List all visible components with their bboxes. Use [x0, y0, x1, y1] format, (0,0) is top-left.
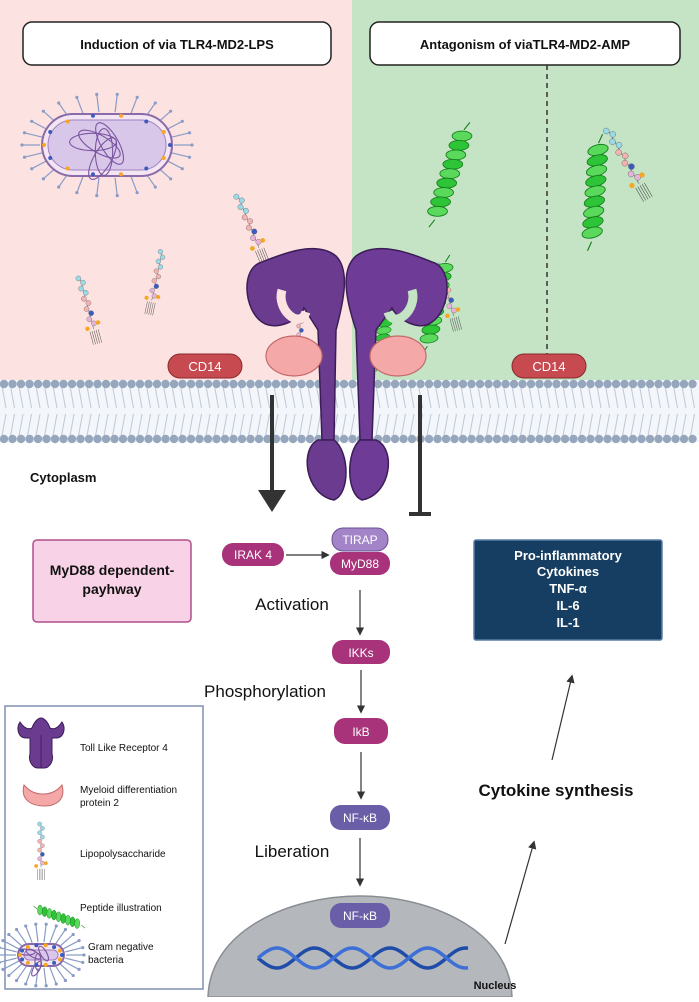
ikks-node — [332, 640, 390, 664]
right-title-box — [369, 21, 681, 66]
gram-negative-bacteria-illustration — [20, 92, 194, 198]
cytokine-synthesis-label: Cytokine synthesis — [479, 781, 634, 800]
nfkb-nucleus-label: NF-κB — [343, 909, 377, 923]
activation-arrow-head — [258, 490, 286, 512]
cd14-left-label: CD14 — [188, 359, 221, 374]
nfkb-label: NF-κB — [343, 811, 377, 825]
dna-double-helix — [256, 946, 469, 970]
legend-peptide-label: Peptide illustration — [80, 903, 162, 914]
ikb-node — [334, 718, 388, 744]
legend-lps-icon — [34, 821, 48, 880]
legend-tlr4-label: Toll Like Receptor 4 — [80, 743, 168, 754]
legend-lps-label: Lipopolysaccharide — [80, 849, 166, 860]
liberation-label: Liberation — [255, 842, 330, 861]
cytokine-line-1: Pro-inflammatory — [514, 548, 622, 563]
cytokine-line-5: IL-1 — [556, 615, 579, 630]
cytokine-line-4: IL-6 — [556, 598, 579, 613]
cytokine-line-3: TNF-α — [549, 581, 587, 596]
cd14-right-label: CD14 — [532, 359, 565, 374]
irak4-label: IRAK 4 — [234, 548, 272, 562]
nfkb-nucleus-node — [330, 903, 390, 928]
ikks-label: IKKs — [348, 646, 373, 660]
irak4-node — [222, 543, 284, 566]
nfkb-node — [330, 805, 390, 830]
cytoplasm-label: Cytoplasm — [30, 470, 96, 485]
myd88-box-line-2: payhway — [82, 581, 141, 597]
myd88-node — [330, 552, 390, 575]
legend-bacteria-label-1: Gram negative — [88, 942, 154, 953]
tirap-node — [331, 527, 389, 552]
myd88-dependent-box — [32, 539, 192, 623]
legend-bacteria-label-2: bacteria — [88, 955, 124, 966]
tirap-label: TIRAP — [342, 533, 377, 547]
phosphorylation-label: Phosphorylation — [204, 682, 326, 701]
legend-tlr4-icon — [17, 717, 65, 769]
synthesis-to-cytokines-arrow — [551, 674, 575, 761]
legend-bacteria-icon — [0, 922, 86, 988]
legend-md2-label-2: protein 2 — [80, 798, 119, 809]
md2-right — [369, 335, 427, 377]
nucleus-label: Nucleus — [474, 980, 517, 992]
myd88-label: MyD88 — [341, 557, 379, 571]
nucleus — [207, 895, 513, 998]
right-panel-title: Antagonism of viaTLR4-MD2-AMP — [420, 37, 631, 52]
md2-left — [265, 335, 323, 377]
left-title-box — [22, 21, 332, 66]
cytokine-line-2: Cytokines — [537, 564, 599, 579]
left-panel-title: Induction of via TLR4-MD2-LPS — [80, 37, 274, 52]
tlr4-receptor-dimer — [246, 247, 448, 501]
cytokine-box — [473, 539, 663, 641]
nucleus-to-synthesis-arrow — [504, 840, 537, 945]
cd14-right-badge — [511, 353, 587, 379]
cd14-left-badge — [167, 353, 243, 379]
myd88-box-line-1: MyD88 dependent- — [50, 562, 175, 578]
legend-peptide-icon — [33, 904, 86, 929]
cell-membrane — [0, 379, 699, 444]
activation-label: Activation — [255, 595, 329, 614]
ikb-label: IkB — [352, 725, 369, 739]
legend-md2-icon — [22, 783, 64, 807]
legend-md2-label-1: Myeloid differentiation — [80, 785, 177, 796]
